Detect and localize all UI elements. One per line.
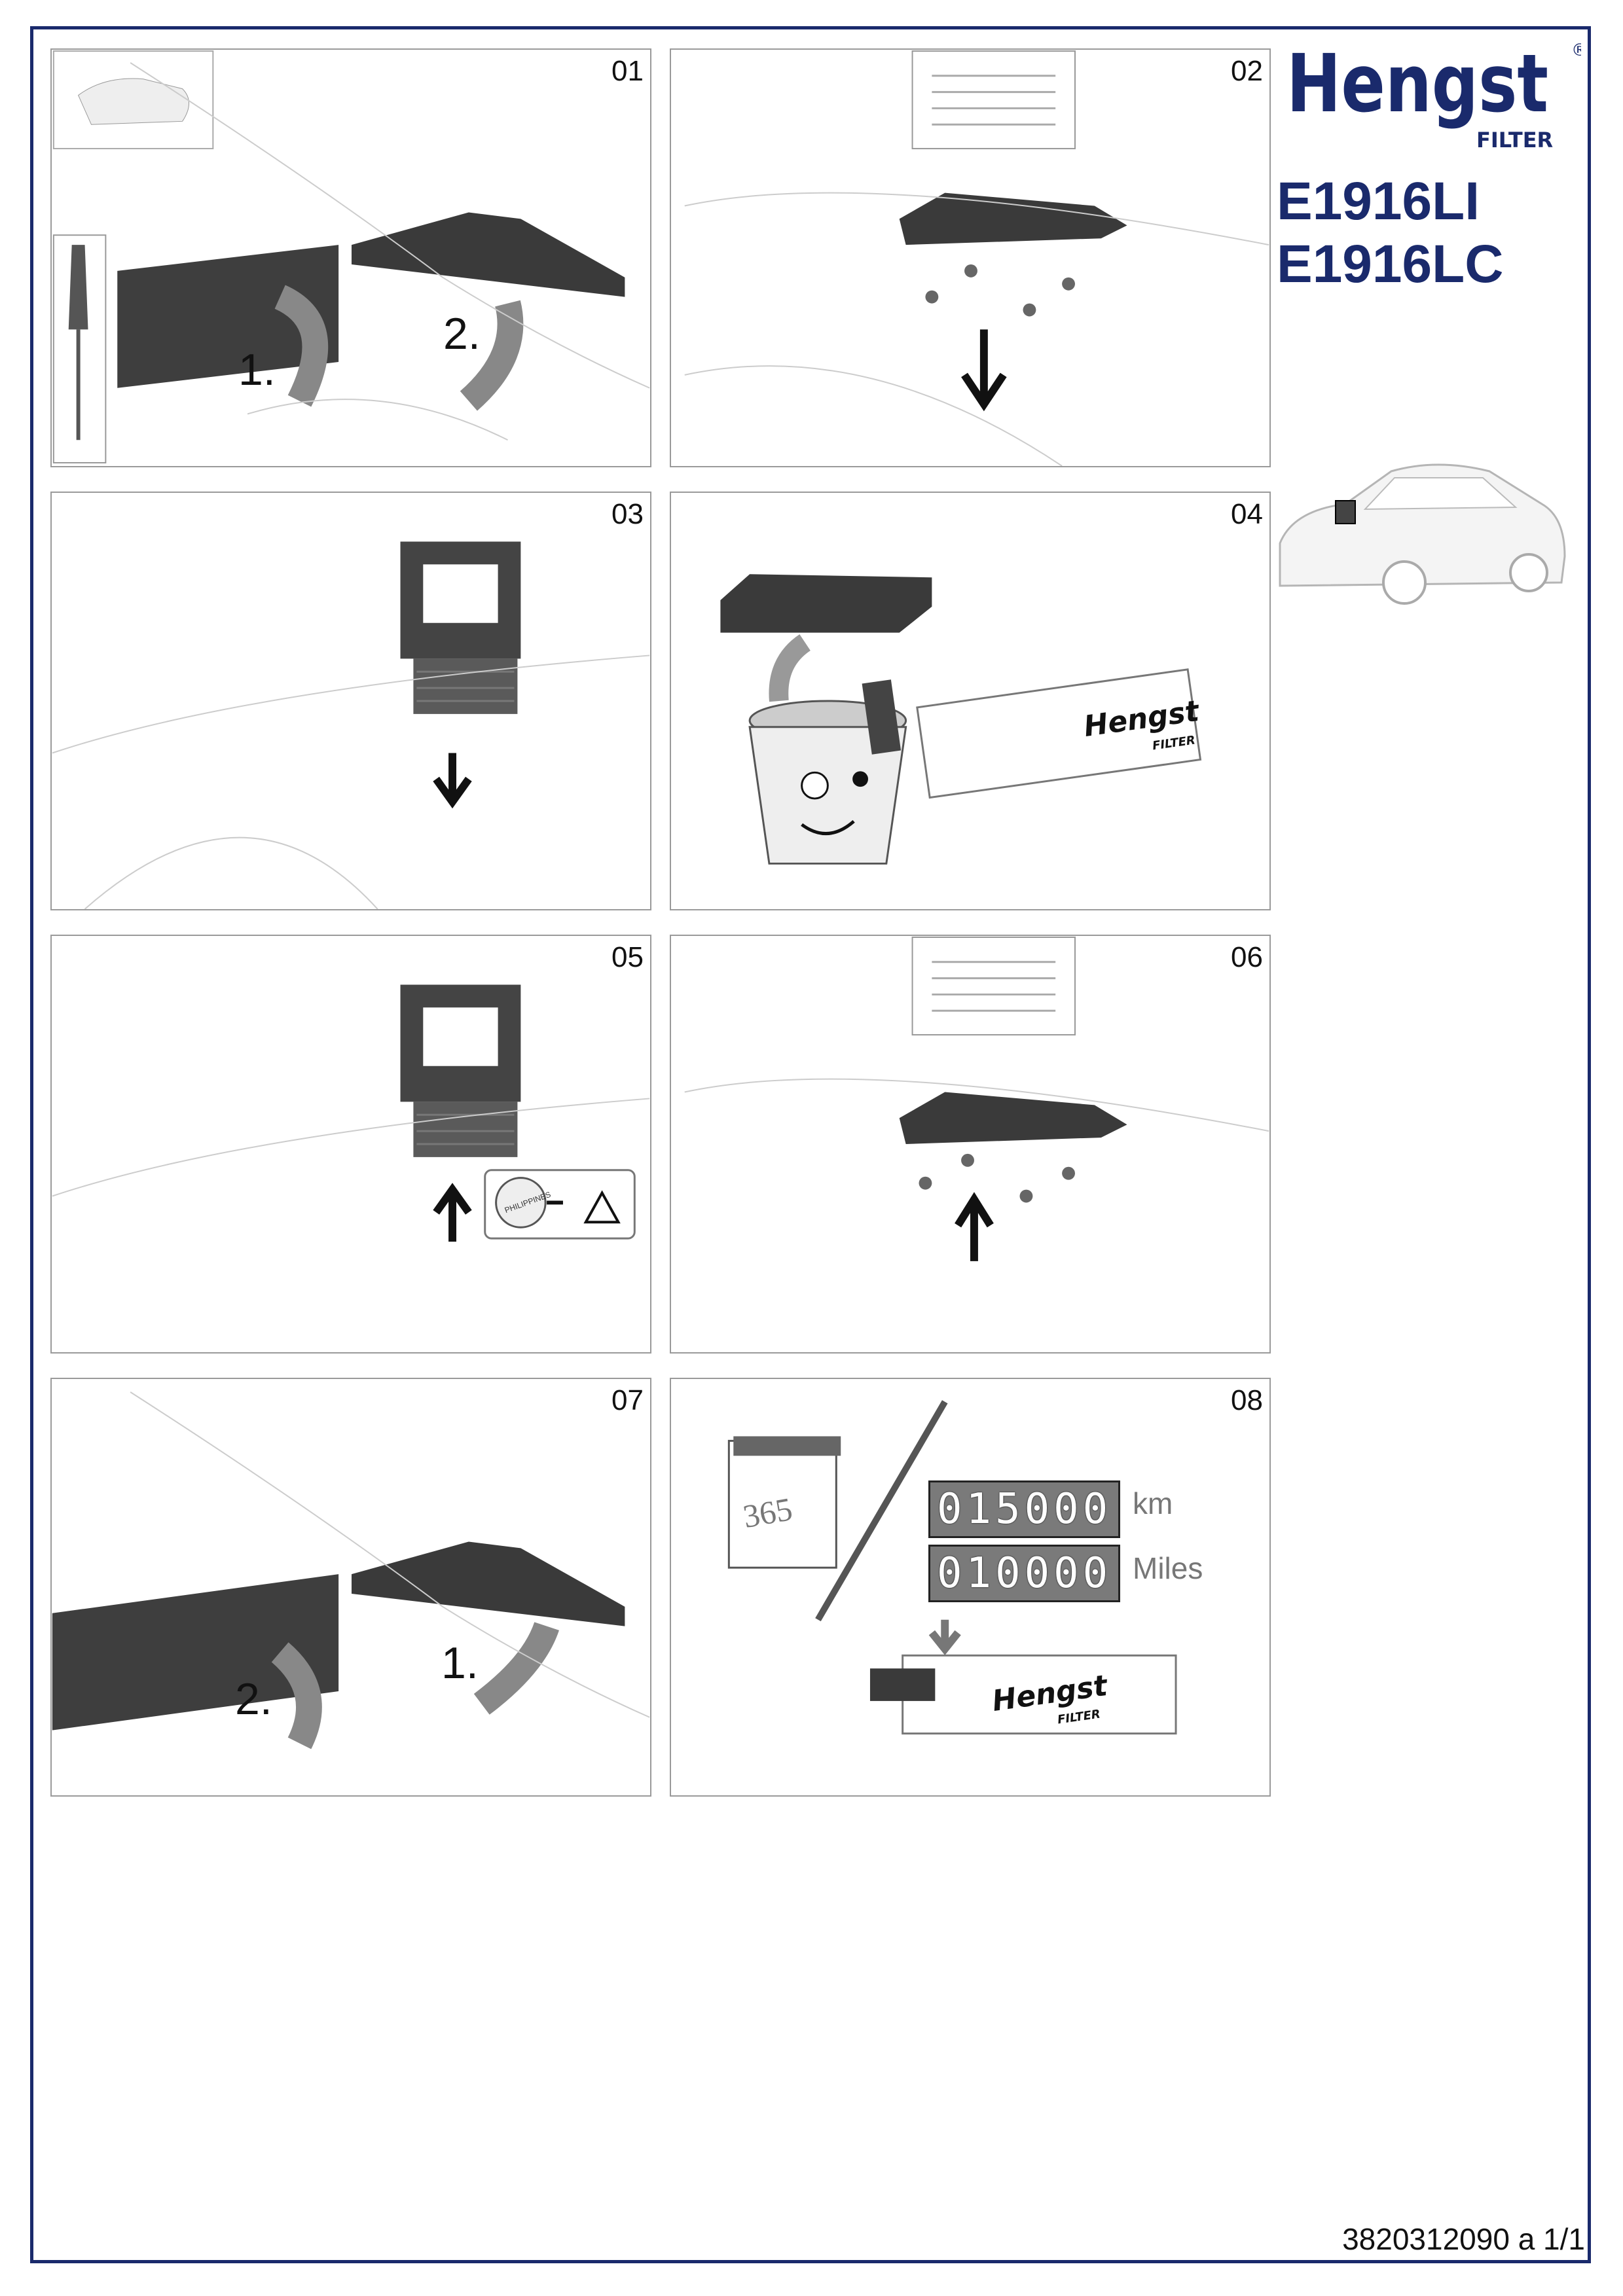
- panel-number: 07: [611, 1384, 644, 1416]
- illustration-dispose-and-new-filter: [720, 574, 1202, 865]
- model-number: E1916LC: [1277, 234, 1504, 294]
- step-panel-03: 03: [50, 492, 651, 910]
- odometer-miles: 010000: [928, 1545, 1121, 1602]
- model-numbers: E1916LI E1916LC: [1277, 170, 1503, 296]
- illustration-remove-cover: [684, 50, 1269, 466]
- step-panel-06: 06: [670, 935, 1271, 1354]
- page-frame: [30, 26, 1591, 2263]
- document-number: 3820312090 a 1/1: [1342, 2222, 1585, 2256]
- panel-number: 04: [1231, 498, 1263, 530]
- step-panel-04: Hengst FILTER 04: [670, 492, 1271, 910]
- illustration-service-interval: [727, 1400, 1177, 1735]
- step-label: 2.: [443, 309, 481, 359]
- panel-number: 03: [611, 498, 644, 530]
- step-label: 2.: [235, 1674, 272, 1724]
- panel-number: 01: [611, 55, 644, 87]
- illustration-pull-filter: [52, 541, 650, 909]
- illustration-refit-panel: [52, 1391, 650, 1749]
- step-panel-01: 1. 2. 01: [50, 48, 651, 467]
- illustration-refit-cover: [684, 936, 1269, 1261]
- step-panel-05: PHILIPPINES 05: [50, 935, 651, 1354]
- odometer-km: 015000: [928, 1480, 1121, 1538]
- step-panel-07: 2. 1. 07: [50, 1378, 651, 1797]
- illustration-remove-panel: [52, 50, 650, 464]
- unit-km: km: [1133, 1486, 1173, 1520]
- registered-mark: ®: [1571, 41, 1581, 60]
- step-label: 1.: [238, 345, 276, 395]
- car-location-illustration: [1279, 463, 1566, 605]
- panel-number: 08: [1231, 1384, 1263, 1416]
- hengst-logo: Hengst ® FILTER: [1280, 36, 1588, 157]
- step-panel-08: 365 015000 km 010000 Miles Hengst FILTER…: [670, 1378, 1271, 1797]
- model-number: E1916LI: [1277, 171, 1480, 231]
- panel-number: 06: [1231, 941, 1263, 973]
- step-panel-02: 02: [670, 48, 1271, 467]
- illustration-insert-filter: [52, 984, 650, 1242]
- panel-number: 05: [611, 941, 644, 973]
- unit-miles: Miles: [1133, 1551, 1203, 1585]
- panel-number: 02: [1231, 55, 1263, 87]
- step-label: 1.: [441, 1638, 479, 1688]
- logo-wordmark: Hengst: [1286, 37, 1548, 130]
- logo-subtitle: FILTER: [1476, 128, 1553, 152]
